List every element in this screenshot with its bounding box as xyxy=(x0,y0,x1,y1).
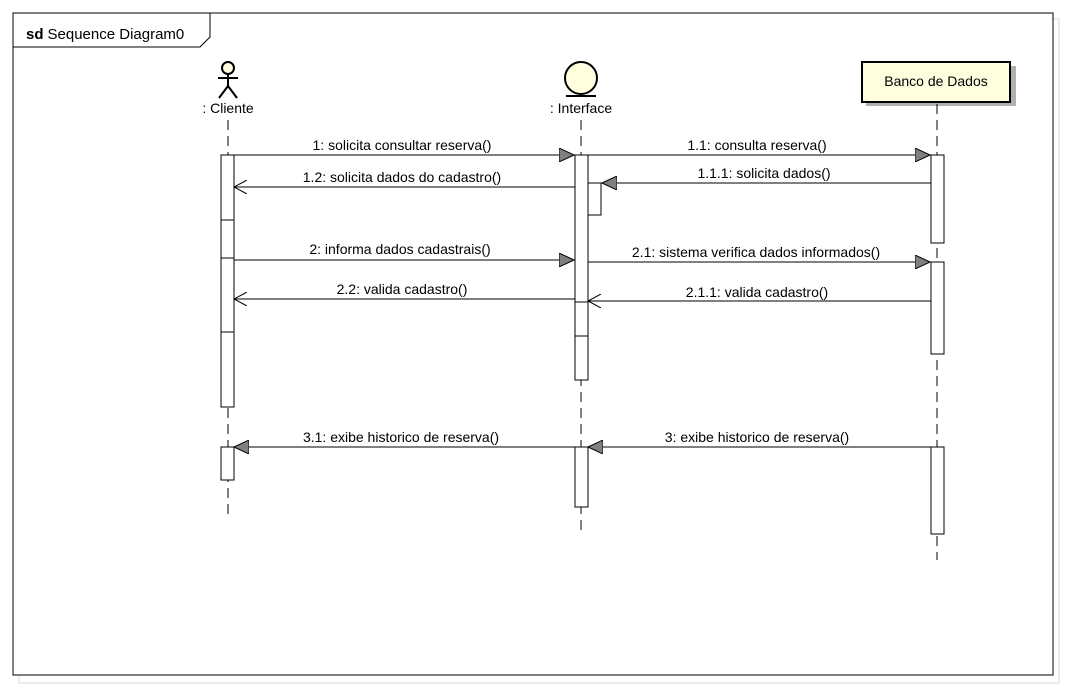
message-label: 1.1: consulta reserva() xyxy=(687,137,826,153)
diagram-frame xyxy=(12,12,1054,676)
message-label: 2.1.1: valida cadastro() xyxy=(686,284,828,300)
activation-bar xyxy=(930,261,945,355)
lifeline-label-interface: : Interface xyxy=(550,100,612,116)
object-box xyxy=(861,61,1011,103)
lifeline-label-banco: Banco de Dados xyxy=(884,73,988,89)
activation-bar xyxy=(574,154,589,381)
activation-bar xyxy=(220,446,235,481)
frame-label-box xyxy=(13,13,211,48)
actor-icon xyxy=(218,61,238,99)
lifeline-cliente: : Cliente xyxy=(202,61,254,520)
message-label: 2.1: sistema verifica dados informados() xyxy=(632,244,880,260)
message-label: 3: exibe historico de reserva() xyxy=(665,429,849,445)
activation-bar xyxy=(574,446,589,508)
nested-activation-bar xyxy=(587,182,602,216)
message-label: 2.2: valida cadastro() xyxy=(337,281,468,297)
message-label: 1: solicita consultar reserva() xyxy=(313,137,492,153)
lifeline-interface: : Interface xyxy=(550,61,612,535)
frame-name: Sequence Diagram0 xyxy=(48,26,185,43)
message-label: 2: informa dados cadastrais() xyxy=(309,241,490,257)
lifeline-label-cliente: : Cliente xyxy=(202,100,254,116)
message-label: 3.1: exibe historico de reserva() xyxy=(303,429,499,445)
activation-bar xyxy=(930,154,945,244)
frame-keyword: sd xyxy=(26,26,44,43)
boundary-icon xyxy=(564,61,598,95)
messages: 1: solicita consultar reserva() 1.1: con… xyxy=(234,137,931,447)
activation-bar xyxy=(220,154,235,408)
message-label: 1.2: solicita dados do cadastro() xyxy=(303,169,501,185)
lifeline-banco: Banco de Dados xyxy=(861,61,1016,560)
message-label: 1.1.1: solicita dados() xyxy=(697,165,830,181)
activation-bar xyxy=(930,446,945,535)
